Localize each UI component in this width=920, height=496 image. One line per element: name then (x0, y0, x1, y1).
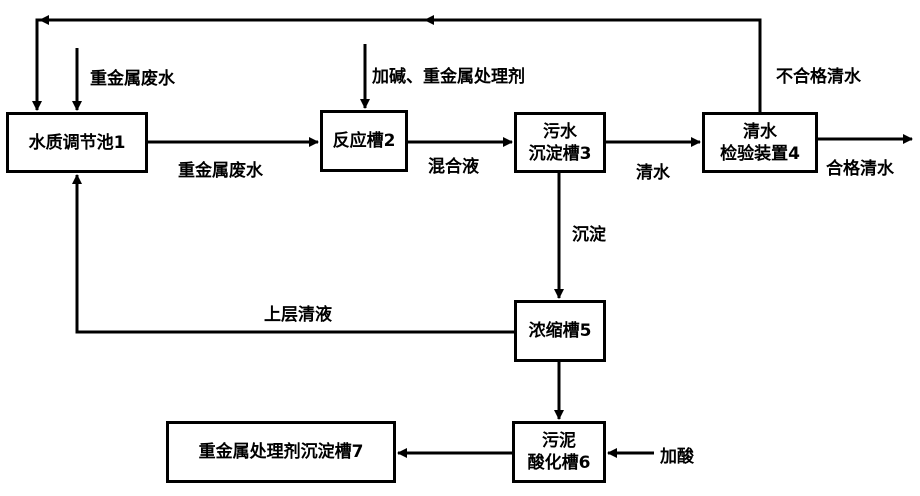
label-add-reagent: 加碱、重金属处理剂 (372, 67, 525, 87)
node-sewage-settling-tank: 污水 沉淀槽3 (514, 112, 606, 173)
node-reaction-tank: 反应槽2 (320, 110, 408, 172)
node-label: 水质调节池1 (28, 132, 126, 153)
node-sludge-acidification-tank: 污泥 酸化槽6 (512, 421, 606, 483)
node-label-line2: 酸化槽6 (527, 453, 591, 473)
node-label-line1: 污水 (543, 121, 577, 142)
label-n3-to-n5: 沉淀 (572, 225, 606, 245)
label-n3-to-n4: 清水 (636, 163, 670, 183)
label-n5-to-n1: 上层清液 (264, 305, 332, 325)
edge-n5-to-n1 (72, 174, 514, 334)
node-label: 反应槽2 (332, 131, 396, 151)
label-n1-to-n2: 重金属废水 (178, 161, 263, 181)
label-input-wastewater: 重金属废水 (90, 69, 175, 89)
node-label-line2: 检验装置4 (720, 143, 800, 164)
node-water-regulating-tank: 水质调节池1 (6, 112, 148, 173)
label-unqualified-return: 不合格清水 (776, 67, 861, 87)
node-label: 浓缩槽5 (528, 321, 592, 341)
node-label: 重金属处理剂沉淀槽7 (198, 442, 364, 462)
label-n2-to-n3: 混合液 (428, 157, 479, 177)
node-label-line1: 污泥 (542, 431, 576, 451)
node-label-line2: 沉淀槽3 (528, 143, 592, 164)
edge-n4-to-n1 (32, 18, 762, 112)
node-heavy-metal-agent-settling-tank: 重金属处理剂沉淀槽7 (166, 421, 396, 483)
label-add-acid: 加酸 (660, 447, 694, 467)
label-qualified-out: 合格清水 (826, 159, 894, 179)
node-thickening-tank: 浓缩槽5 (514, 300, 606, 362)
node-clean-water-inspection-device: 清水 检验装置4 (702, 112, 818, 173)
node-label-line1: 清水 (743, 121, 777, 142)
